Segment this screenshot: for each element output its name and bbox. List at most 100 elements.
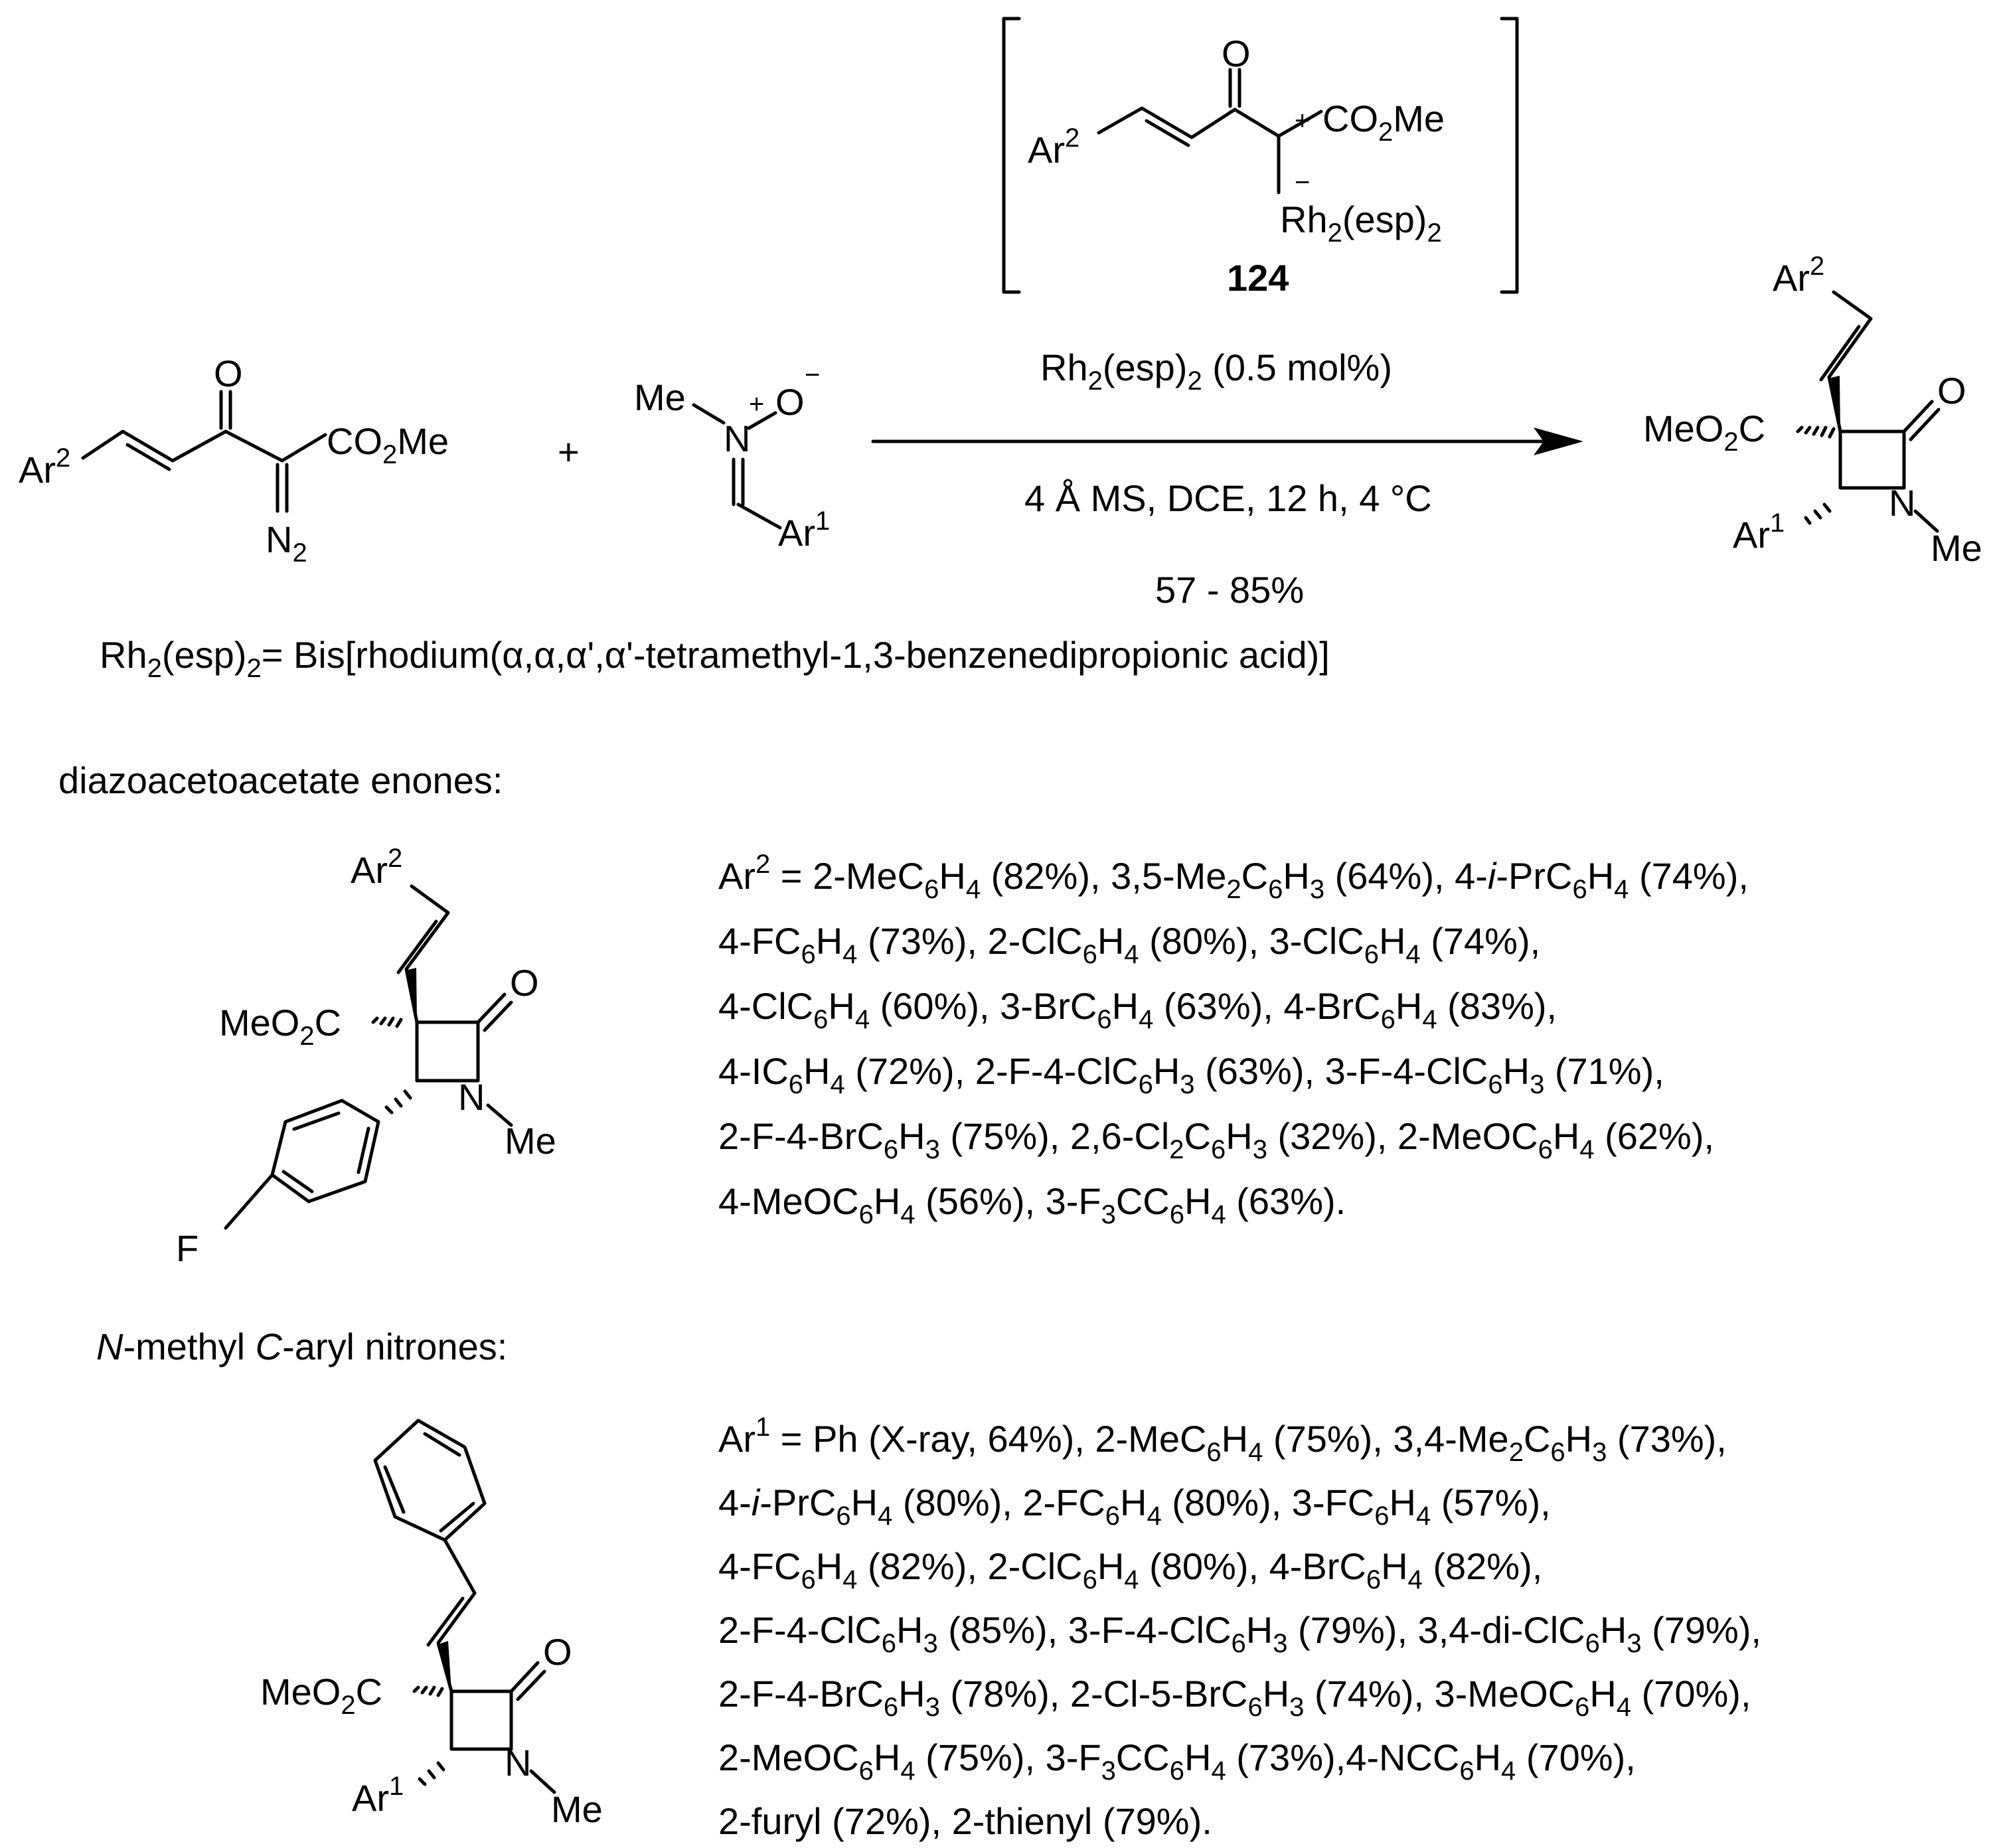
ylide-co2me-bond — [1277, 110, 1323, 138]
ar2-label: Ar2 — [19, 443, 70, 491]
nitrone-me-n — [692, 403, 726, 425]
nitrone-c-ar — [736, 502, 782, 530]
conditions-2: 4 Å MS, DCE, 12 h, 4 °C — [1024, 477, 1432, 519]
ex1-f: F — [176, 1227, 199, 1269]
ex1-n-me — [486, 1103, 513, 1127]
example-fluorophenyl: Ar2 O N Me MeO2C F — [176, 844, 556, 1269]
carbonyl-o: O — [1222, 33, 1251, 74]
nitrone-n-o — [747, 411, 777, 430]
diazo-ketone-o: O — [214, 352, 243, 394]
product-vinyl-double — [1819, 325, 1861, 382]
ar1-scope-line-3: 4-FC6H4 (82%), 2-ClC6H4 (80%), 4-BrC6H4 … — [718, 1545, 1543, 1594]
diazo-n2: N2 — [266, 518, 307, 568]
ex1-vinyl-double — [396, 919, 438, 974]
product-meo2c: MeO2C — [1643, 408, 1765, 457]
plus-charge: + — [1295, 106, 1310, 135]
ar1-scope-line-5: 2-F-4-BrC6H3 (78%), 2-Cl-5-BrC6H3 (74%),… — [718, 1673, 1751, 1722]
ar1-scope-line-2: 4-i-PrC6H4 (80%), 2-FC6H4 (80%), 3-FC6H4… — [718, 1482, 1551, 1531]
ylide-co2me: CO2Me — [1322, 98, 1445, 147]
ex2-wedge — [437, 1641, 451, 1691]
carbonyl-single — [1233, 108, 1281, 138]
ex2-n-me — [529, 1769, 556, 1794]
intermediate-124: Ar2 O + − CO2Me Rh2(esp)2 124 — [1002, 17, 1519, 299]
arrow-head — [1534, 427, 1583, 455]
ar2-scope-line-5: 2-F-4-BrC6H3 (75%), 2,6-Cl2C6H3 (32%), 2… — [718, 1115, 1715, 1164]
product-n-me — [1913, 509, 1939, 533]
ex1-co — [476, 992, 513, 1032]
ex1-aryl-hash — [384, 1089, 412, 1115]
ex2-ar1-hash — [418, 1761, 445, 1786]
product-ar2: Ar2 — [1773, 252, 1824, 299]
ex1-me: Me — [505, 1120, 556, 1162]
nitrone-o: O — [775, 381, 805, 423]
ex2-vinyl — [436, 1538, 477, 1693]
ar2-scope-line-1: Ar2 = 2-MeC6H4 (82%), 3,5-Me2C6H3 (64%),… — [718, 850, 1749, 904]
yield-range: 57 - 85% — [1155, 569, 1304, 611]
diazo-chain — [81, 429, 284, 463]
ex2-vinyl-double — [426, 1596, 465, 1647]
enones-heading: diazoacetoacetate enones: — [58, 759, 503, 801]
ex2-ring — [449, 1689, 513, 1751]
example-styryl: O N Me MeO2C Ar1 — [260, 1419, 603, 1830]
nitrone-cn-double — [732, 457, 745, 506]
ex2-ester-hash — [412, 1685, 444, 1697]
ex2-o: O — [543, 1631, 572, 1673]
ar2-scope-line-6: 4-MeOC6H4 (56%), 3-F3CC6H4 (63%). — [718, 1180, 1346, 1229]
ar2-scope-line-2: 4-FC6H4 (73%), 2-ClC6H4 (80%), 3-ClC6H4 … — [718, 920, 1541, 969]
diazo-co2me: CO2Me — [327, 420, 449, 469]
conditions-catalyst: Rh2(esp)2 (0.5 mol%) — [1040, 346, 1392, 396]
product-ar1: Ar1 — [1733, 508, 1785, 556]
ar1-scope-line-7: 2-furyl (72%), 2-thienyl (79%). — [718, 1800, 1212, 1842]
minus-charge: − — [1295, 168, 1310, 197]
nitrone-me: Me — [634, 376, 686, 418]
product-ar1-hash — [1804, 502, 1832, 525]
nitrone-minus: − — [805, 360, 820, 390]
diazo-n2-double — [276, 463, 289, 513]
vinyl-double — [1145, 119, 1190, 147]
diazo-vinyl-double — [125, 443, 171, 471]
ex2-n: N — [505, 1742, 531, 1784]
ar1-scope-line-6: 2-MeOC6H4 (75%), 3-F3CC6H4 (73%),4-NCC6H… — [718, 1736, 1636, 1786]
ex1-ring — [415, 1020, 480, 1083]
product-n: N — [1889, 482, 1915, 524]
nitrones-heading: N-methyl C-aryl nitrones: — [96, 1326, 507, 1367]
intermediate-label: 124 — [1227, 257, 1289, 299]
ex1-o: O — [510, 962, 539, 1004]
ex1-n: N — [458, 1076, 485, 1118]
nitrone: Me N + O − Ar1 — [634, 360, 830, 554]
product-ester-hash — [1796, 425, 1836, 439]
product-co — [1902, 400, 1941, 441]
diazo-substrate: Ar2 O CO2Me N2 — [19, 352, 449, 568]
ex2-me: Me — [551, 1788, 603, 1830]
catalyst-definition: Rh2(esp)2= Bis[rhodium(α,α,α',α'-tetrame… — [100, 634, 1330, 683]
diazo-ester-bond — [280, 433, 327, 463]
ex1-f-bond — [224, 1173, 274, 1230]
ar2-scope-line-4: 4-IC6H4 (72%), 2-F-4-ClC6H3 (63%), 3-F-4… — [718, 1050, 1664, 1099]
ex2-meo2c: MeO2C — [260, 1671, 382, 1720]
ar1-scope-line-1: Ar1 = Ph (X-ray, 64%), 2-MeC6H4 (75%), 3… — [718, 1413, 1727, 1467]
right-bracket — [1500, 17, 1519, 294]
nitrone-n: N — [724, 418, 750, 459]
vinyl-bond — [1097, 106, 1237, 139]
ex2-ar1: Ar1 — [352, 1772, 404, 1819]
ex2-co — [509, 1661, 546, 1701]
ylide-rh: Rh2(esp)2 — [1280, 198, 1442, 248]
carbonyl-double — [1228, 68, 1241, 108]
left-bracket — [1002, 17, 1021, 294]
product-ring — [1838, 429, 1906, 490]
nitrone-ar1: Ar1 — [778, 506, 830, 554]
reaction-arrow: Rh2(esp)2 (0.5 mol%) 4 Å MS, DCE, 12 h, … — [871, 346, 1583, 611]
plus-sign: + — [558, 431, 580, 473]
ar1-scope-line-4: 2-F-4-ClC6H3 (85%), 3-F-4-ClC6H3 (79%), … — [718, 1609, 1762, 1658]
ex2-benzene-inner — [383, 1432, 475, 1533]
ex1-wedge — [405, 968, 417, 1022]
nitrone-plus: + — [749, 390, 764, 419]
ex1-ar2: Ar2 — [351, 844, 402, 891]
ar2-label: Ar2 — [1028, 123, 1079, 171]
product-me: Me — [1931, 527, 1982, 569]
ex1-benzene-inner — [281, 1111, 370, 1194]
diazo-ketone-double — [219, 390, 232, 430]
product-o: O — [1937, 370, 1966, 412]
product: Ar2 O N Me MeO2C Ar1 — [1643, 252, 1982, 569]
